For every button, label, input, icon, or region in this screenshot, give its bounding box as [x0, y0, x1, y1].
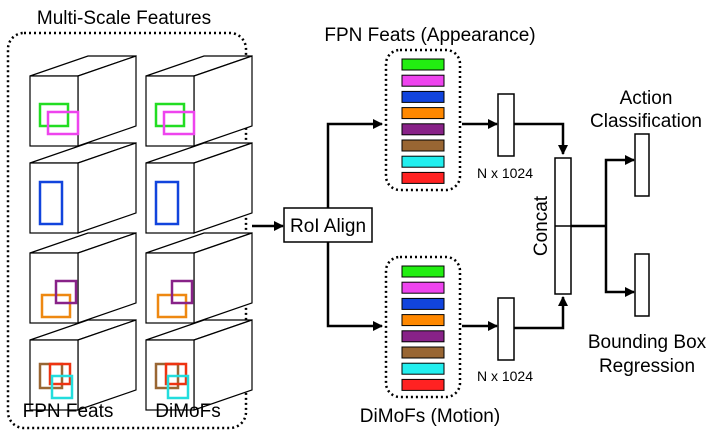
roi-box — [48, 362, 72, 386]
motion-panel — [384, 255, 462, 399]
bbox-label-line2: Regression — [599, 356, 695, 377]
multi-scale-panel — [6, 31, 248, 430]
feature-strip — [401, 107, 445, 120]
roi-box — [38, 180, 64, 226]
feature-cube-icon — [145, 142, 253, 234]
feature-cubes — [29, 55, 253, 411]
roi-box — [154, 180, 180, 226]
concat-label: Concat — [531, 195, 552, 256]
appearance-feature-stack — [401, 58, 445, 184]
roi-box — [162, 110, 196, 136]
feature-cube-icon — [145, 55, 253, 147]
feature-strip — [401, 281, 445, 294]
dimofs-label: DiMoFs — [155, 401, 220, 422]
motion-feature-stack — [401, 265, 445, 391]
action-label-line1: Action — [620, 88, 673, 109]
roi-box — [46, 110, 80, 136]
arrow-icon — [514, 296, 568, 330]
feature-strip — [401, 90, 445, 103]
bbox-head-box — [634, 253, 650, 317]
cube-front-face — [29, 162, 79, 234]
feature-cube-icon — [29, 232, 137, 324]
feature-strip — [401, 58, 445, 71]
feature-strip — [401, 314, 445, 327]
cube-front-face — [145, 252, 195, 324]
dim-top-label: N x 1024 — [477, 165, 533, 181]
fpn-feats-label: FPN Feats — [23, 401, 114, 422]
motion-title: DiMoFs (Motion) — [360, 406, 500, 427]
arrow-icon — [326, 242, 383, 331]
arrow-icon — [604, 226, 635, 297]
feature-cube-icon — [29, 319, 137, 411]
feature-cube-icon — [29, 55, 137, 147]
feature-strip — [401, 297, 445, 310]
roi-box — [54, 279, 78, 305]
feature-strip — [401, 139, 445, 152]
roi-box — [170, 279, 194, 305]
arrow-icon — [326, 119, 383, 208]
feature-cube-icon — [145, 319, 253, 411]
roi-box — [164, 362, 188, 386]
bbox-label-line1: Bounding Box — [588, 332, 707, 353]
roi-box — [166, 374, 190, 400]
cube-front-face — [145, 162, 195, 234]
feature-strip — [401, 265, 445, 278]
action-label-line2: Classification — [590, 111, 702, 132]
action-head-box — [634, 133, 650, 197]
fc-bottom-box — [497, 297, 515, 361]
roi-align-label: RoI Align — [290, 216, 366, 237]
roi-box — [154, 102, 186, 128]
feature-strip — [401, 155, 445, 168]
arrow-icon — [604, 155, 635, 226]
feature-cube-icon — [145, 232, 253, 324]
feature-strip — [401, 362, 445, 375]
fc-top-box — [497, 93, 515, 157]
feature-strip — [401, 330, 445, 343]
feature-strip — [401, 346, 445, 359]
multi-scale-title: Multi-Scale Features — [37, 8, 211, 29]
roi-box — [50, 374, 74, 400]
feature-strip — [401, 378, 445, 391]
feature-strip — [401, 74, 445, 87]
appearance-panel — [384, 48, 462, 192]
dim-bottom-label: N x 1024 — [477, 368, 533, 384]
appearance-title: FPN Feats (Appearance) — [324, 25, 535, 46]
arrow-icon — [514, 122, 568, 155]
roi-box — [38, 102, 70, 128]
feature-cube-icon — [29, 142, 137, 234]
feature-strip — [401, 171, 445, 184]
feature-strip — [401, 123, 445, 136]
